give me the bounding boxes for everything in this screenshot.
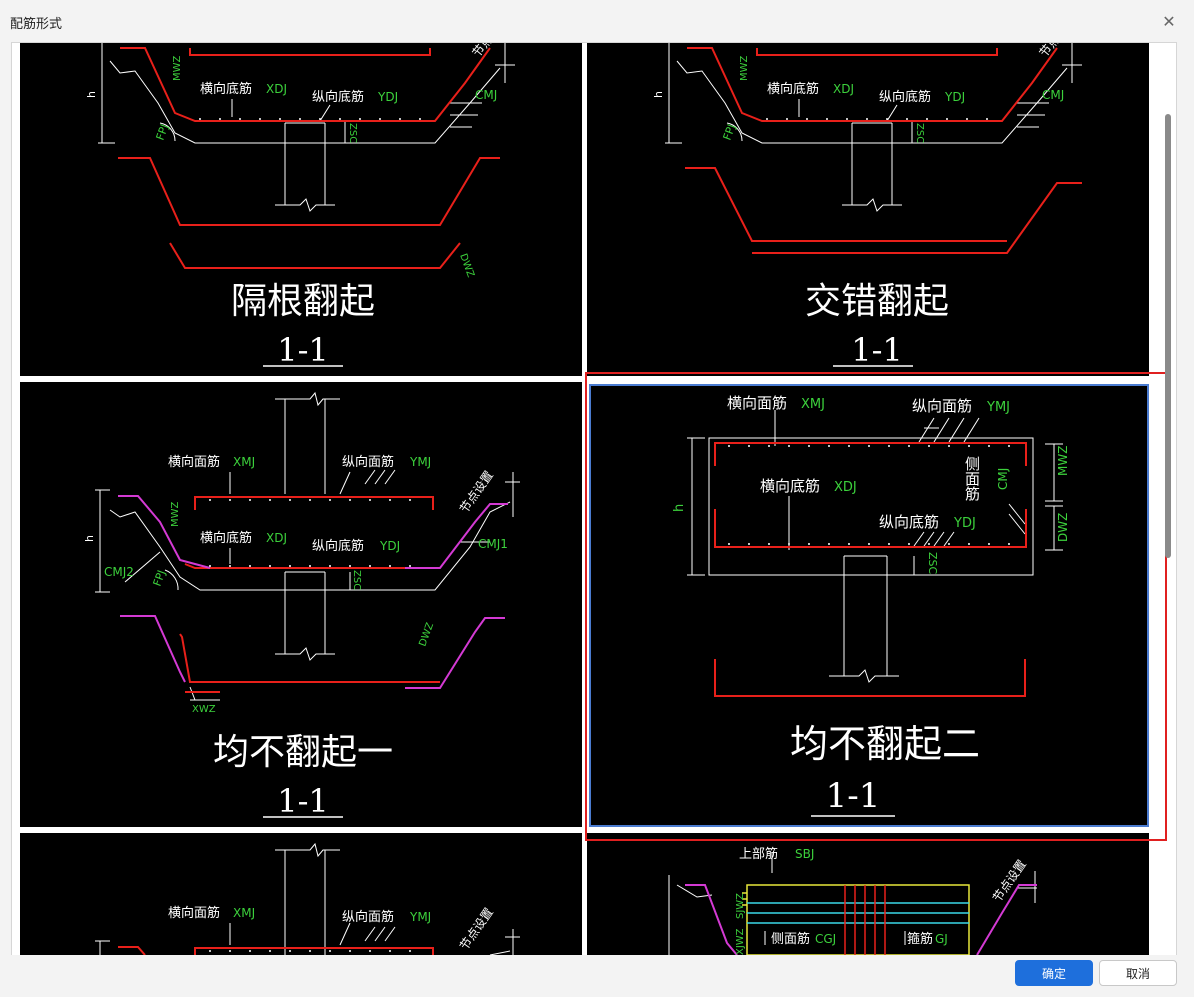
ydj-code: YDJ [953,516,976,531]
sbj-code: SBJ [795,847,814,861]
option-3-diagram: 横向面筋 XMJ 纵向面筋 YMJ 横向底筋 XDJ 纵向底筋 YDJ CMJ1… [83,391,520,820]
cmj-code: CMJ [1042,88,1064,102]
option-1-diagram: 横向底筋 XDJ 纵向底筋 YDJ CMJ h MWZ FPJ ZSC DWZ … [85,43,515,369]
fpj-label: FPJ [151,568,169,588]
xdj-code: XDJ [266,82,287,96]
gj-code: GJ [935,932,948,946]
xwz-label: XWZ [192,704,216,715]
gj-label: 箍筋 [907,931,933,947]
h-label: h [672,504,687,512]
option-4-title: 均不翻起二 [790,722,980,766]
sjwz-label: SJWZ [735,893,746,919]
option-card-5[interactable]: 横向面筋 XMJ 纵向面筋 YMJ 节点设置 [20,833,582,955]
xdj-label: 横向底筋 [767,81,819,97]
dialog-title: 配筋形式 [10,17,63,32]
ymj-label: 纵向面筋 [912,397,972,415]
option-card-2[interactable]: 横向底筋 XDJ 纵向底筋 YDJ CMJ h MWZ FPJ ZSC 节点设置… [587,43,1149,376]
cmj2-label: CMJ2 [104,565,134,579]
option-4-section: 1-1 [826,776,881,816]
scrollbar-thumb[interactable] [1165,114,1171,558]
xdj-label: 横向底筋 [200,530,252,546]
zsc-label: ZSC [914,123,925,143]
cancel-button[interactable]: 取消 [1099,960,1177,986]
ymj-code: YMJ [986,400,1010,415]
fpj-label: FPJ [154,122,172,142]
ymj-code: YMJ [409,910,431,924]
cmj-code: CMJ [996,468,1010,490]
h-label: h [652,91,665,98]
xdj-label: 横向底筋 [200,81,252,97]
zsc-label: ZSC [351,570,362,590]
ymj-code: YMJ [409,455,431,469]
xdj-code: XDJ [834,480,857,495]
option-4-diagram: 横向面筋 XMJ 纵向面筋 YMJ 横向底筋 XDJ 纵向底筋 YDJ 侧面筋 … [672,394,1070,817]
xdj-code: XDJ [833,82,854,96]
ydj-label: 纵向底筋 [879,89,931,105]
dwz-label: DWZ [457,252,476,279]
node-label: 节点设置 [990,857,1029,904]
dialog-footer [0,955,1194,997]
cgj-label: 侧面筋 [771,931,810,947]
mwz-label: MWZ [172,55,183,81]
xmj-code: XMJ [233,455,255,469]
cgj-code: CGJ [815,932,836,946]
dialog-titlebar: 配筋形式 ✕ [0,0,1194,42]
option-3-section: 1-1 [277,782,329,820]
h-label: h [85,91,98,98]
dwz-label: DWZ [1056,513,1070,542]
ydj-label: 纵向底筋 [312,538,364,554]
ydj-label: 纵向底筋 [312,89,364,105]
ymj-label: 纵向面筋 [342,909,394,925]
xmj-label: 横向面筋 [727,394,787,412]
option-3-title: 均不翻起一 [213,732,393,773]
option-2-section: 1-1 [851,331,903,369]
ydj-code: YDJ [379,539,400,553]
mwz-label: MWZ [170,501,181,527]
option-card-6[interactable]: 上部筋 SBJ 侧面筋 CGJ 箍筋 GJ SJWZ XJWZ 节点设置 [587,833,1149,955]
option-card-3[interactable]: 横向面筋 XMJ 纵向面筋 YMJ 横向底筋 XDJ 纵向底筋 YDJ CMJ1… [20,382,582,827]
options-grid: 横向底筋 XDJ 纵向底筋 YDJ CMJ h MWZ FPJ ZSC DWZ … [11,42,1177,956]
option-2-diagram: 横向底筋 XDJ 纵向底筋 YDJ CMJ h MWZ FPJ ZSC 节点设置… [652,43,1082,369]
option-1-section: 1-1 [277,331,329,369]
ydj-code: YDJ [944,90,965,104]
dwz-label: DWZ [417,621,436,648]
cmj-label: 侧面筋 [963,456,981,502]
sbj-label: 上部筋 [739,846,778,862]
option-5-diagram: 横向面筋 XMJ 纵向面筋 YMJ 节点设置 [95,842,520,955]
ydj-code: YDJ [377,90,398,104]
node-label: 节点设置 [457,905,496,952]
xdj-code: XDJ [266,531,287,545]
xjwz-label: XJWZ [735,928,746,955]
cmj-code: CMJ [475,88,497,102]
xmj-code: XMJ [233,906,255,920]
option-6-diagram: 上部筋 SBJ 侧面筋 CGJ 箍筋 GJ SJWZ XJWZ 节点设置 [668,846,1037,955]
xmj-code: XMJ [801,397,825,412]
option-2-title: 交错翻起 [805,281,949,322]
mwz-label: MWZ [739,55,750,81]
ok-button[interactable]: 确定 [1015,960,1093,986]
xmj-label: 横向面筋 [168,454,220,470]
fpj-label: FPJ [721,122,739,142]
cmj1-label: CMJ1 [478,537,508,551]
xmj-label: 横向面筋 [168,905,220,921]
close-icon[interactable]: ✕ [1162,11,1176,31]
h-label: h [83,535,96,542]
zsc-label: ZSC [926,552,939,575]
ydj-label: 纵向底筋 [879,513,939,531]
mwz-label: MWZ [1056,446,1070,476]
zsc-label: ZSC [347,123,358,143]
ymj-label: 纵向面筋 [342,454,394,470]
option-card-1[interactable]: 横向底筋 XDJ 纵向底筋 YDJ CMJ h MWZ FPJ ZSC DWZ … [20,43,582,376]
node-label: 节点设置 [457,468,496,515]
option-card-4[interactable]: 横向面筋 XMJ 纵向面筋 YMJ 横向底筋 XDJ 纵向底筋 YDJ 侧面筋 … [589,384,1149,827]
option-1-title: 隔根翻起 [231,281,375,322]
xdj-label: 横向底筋 [760,477,820,495]
